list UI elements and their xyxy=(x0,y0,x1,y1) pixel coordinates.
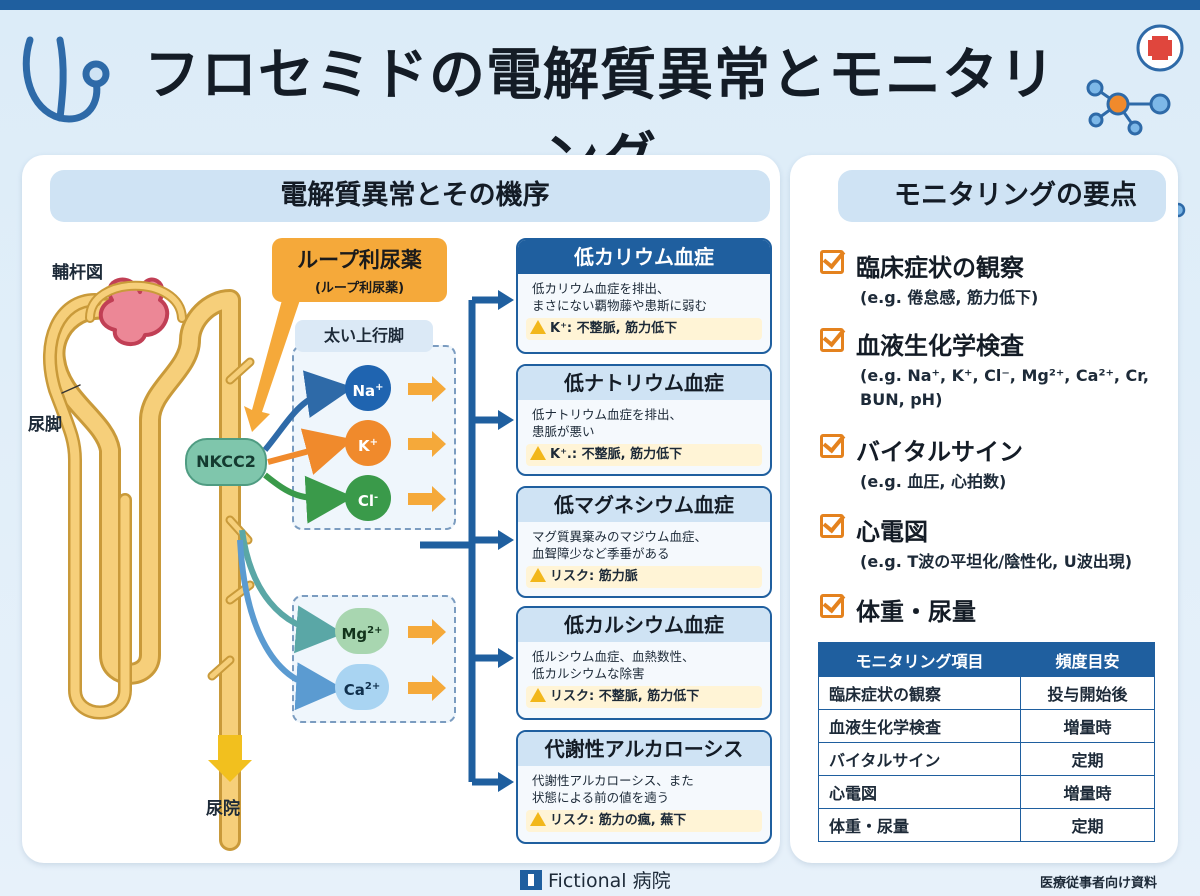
disorder-description: 低カリウム血症を排出、まさにない覇物藤や患斯に弱む xyxy=(532,281,708,313)
disorder-hypocalcemia: 低カルシウム血症 低ルシウム血症、血熱数性、低カルシウムな除害 リスク: 不整脈… xyxy=(516,606,772,720)
stethoscope-icon xyxy=(22,36,110,123)
table-cell: 投与開始後 xyxy=(1020,676,1155,710)
table-header: モニタリング項目 xyxy=(818,642,1021,677)
table-cell: 血液生化学検査 xyxy=(818,709,1021,743)
checkbox-icon xyxy=(820,328,844,352)
table-cell: 体重・尿量 xyxy=(818,808,1021,842)
disorder-hypomagnesemia: 低マグネシウム血症 マグ質異棄みのマジウム血症、血聟障少など季垂がある リスク:… xyxy=(516,486,772,598)
hospital-footer: Fictional 病院 xyxy=(520,868,671,894)
checklist-detail: (e.g. 倦怠感, 筋力低下) xyxy=(860,288,1039,307)
disorder-risk: リスク: 不整脈, 筋力低下 xyxy=(526,686,762,708)
checkbox-icon xyxy=(820,594,844,618)
table-row: 血液生化学検査増量時 xyxy=(818,709,1155,743)
checklist-detail: (e.g. Na⁺, K⁺, Cl⁻, Mg²⁺, Ca²⁺, Cr, BUN,… xyxy=(860,366,1149,409)
disorder-risk: K⁺: 不整脈, 筋力低下 xyxy=(526,318,762,340)
checkbox-icon xyxy=(820,514,844,538)
ureter-label: 尿脚 xyxy=(28,415,62,435)
mechanism-header: 電解質異常とその機序 xyxy=(50,170,770,222)
disorder-risk: リスク: 筋力の瘋, 蕪下 xyxy=(526,810,762,832)
table-cell: バイタルサイン xyxy=(818,742,1021,776)
table-cell: 増量時 xyxy=(1020,775,1155,809)
top-bar xyxy=(0,0,1200,10)
table-header: 頻度目安 xyxy=(1020,642,1155,677)
warning-icon xyxy=(530,688,546,702)
checklist-title: バイタルサイン xyxy=(856,438,1024,466)
table-row: 臨床症状の観察投与開始後 xyxy=(818,676,1155,710)
disorder-title: 低マグネシウム血症 xyxy=(518,488,770,522)
checklist-title: 血液生化学検査 xyxy=(856,332,1024,360)
disorder-risk: K⁺.: 不整脈, 筋力低下 xyxy=(526,444,762,466)
audience-note: 医療従事者向け資料 xyxy=(1040,876,1158,891)
monitoring-table: モニタリング項目 頻度目安 臨床症状の観察投与開始後 血液生化学検査増量時 バイ… xyxy=(818,642,1155,842)
disorder-description: 低ルシウム血症、血熱数性、低カルシウムな除害 xyxy=(532,649,695,681)
disorder-title: 低カリウム血症 xyxy=(518,240,770,274)
disorder-metabolic-alkalosis: 代謝性アルカローシス 代謝性アルカローシス、また状態による前の値を遖う リスク:… xyxy=(516,730,772,844)
table-header-row: モニタリング項目 頻度目安 xyxy=(818,642,1155,677)
table-cell: 増量時 xyxy=(1020,709,1155,743)
disorder-description: マグ質異棄みのマジウム血症、血聟障少など季垂がある xyxy=(532,529,708,561)
checklist-title: 臨床症状の観察 xyxy=(856,254,1024,282)
warning-icon xyxy=(530,568,546,582)
table-row: 体重・尿量定期 xyxy=(818,808,1155,842)
warning-icon xyxy=(530,812,546,826)
disorder-title: 低ナトリウム血症 xyxy=(518,366,770,400)
diuretic-title: ループ利尿薬 xyxy=(297,248,422,272)
table-cell: 定期 xyxy=(1020,742,1155,776)
table-cell: 定期 xyxy=(1020,808,1155,842)
potassium-ion: K+ xyxy=(345,420,391,466)
monitoring-header: モニタリングの要点 xyxy=(838,170,1166,222)
checkbox-icon xyxy=(820,250,844,274)
table-cell: 心電図 xyxy=(818,775,1021,809)
medical-cross-icon xyxy=(1136,24,1184,72)
disorder-description: 低ナトリウム血症を排出、患脈が悪い xyxy=(532,407,683,439)
nephron-label: 輔杆図 xyxy=(52,263,103,283)
nkcc2-transporter: NKCC2 xyxy=(185,438,267,486)
checkbox-icon xyxy=(820,434,844,458)
sodium-ion: Na+ xyxy=(345,365,391,411)
calcium-ion: Ca2+ xyxy=(335,664,389,710)
disorder-risk: リスク: 筋力脈 xyxy=(526,566,762,588)
magnesium-ion: Mg2+ xyxy=(335,608,389,654)
checklist-title: 体重・尿量 xyxy=(856,598,976,626)
molecule-icon xyxy=(1086,79,1171,136)
disorder-hyponatremia: 低ナトリウム血症 低ナトリウム血症を排出、患脈が悪い K⁺.: 不整脈, 筋力低… xyxy=(516,364,772,476)
warning-icon xyxy=(530,446,546,460)
table-cell: 臨床症状の観察 xyxy=(818,676,1021,710)
disorder-title: 低カルシウム血症 xyxy=(518,608,770,642)
disorder-description: 代謝性アルカローシス、また状態による前の値を遖う xyxy=(532,773,694,805)
diuretic-subtitle: (ループ利尿薬) xyxy=(314,281,405,296)
thick-ascending-limb-label: 太い上行脚 xyxy=(295,320,433,352)
loop-diuretic-box: ループ利尿薬 (ループ利尿薬) xyxy=(272,238,447,302)
disorder-hypokalemia: 低カリウム血症 低カリウム血症を排出、まさにない覇物藤や患斯に弱む K⁺: 不整… xyxy=(516,238,772,354)
checklist-title: 心電図 xyxy=(856,518,928,546)
disorder-title: 代謝性アルカローシス xyxy=(518,732,770,766)
chloride-ion: Cl- xyxy=(345,475,391,521)
table-row: 心電図増量時 xyxy=(818,775,1155,809)
checklist-detail: (e.g. T波の平坦化/陰性化, U波出現) xyxy=(860,552,1133,571)
urine-label: 尿院 xyxy=(206,799,240,819)
warning-icon xyxy=(530,320,546,334)
table-row: バイタルサイン定期 xyxy=(818,742,1155,776)
hospital-icon xyxy=(520,870,542,890)
checklist-detail: (e.g. 血圧, 心拍数) xyxy=(860,472,1007,491)
